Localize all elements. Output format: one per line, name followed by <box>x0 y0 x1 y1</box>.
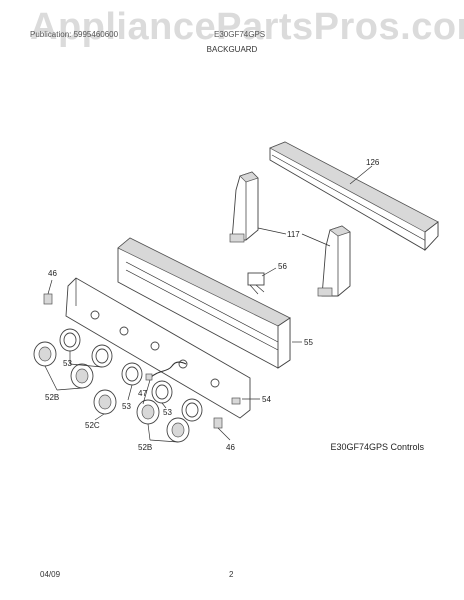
part-117-bracket-left <box>229 171 259 243</box>
callout-46-bottom: 46 <box>226 443 235 452</box>
callout-46-top: 46 <box>48 269 57 278</box>
part-46-clip-left <box>43 293 53 305</box>
watermark: AppliancePartsPros.com <box>30 6 464 48</box>
callout-47: 47 <box>138 389 147 398</box>
callout-52b-bottom: 52B <box>138 443 152 452</box>
callout-55: 55 <box>304 338 313 347</box>
part-56-switch <box>247 272 265 295</box>
model-header: E30GF74GPS <box>214 30 266 39</box>
part-55-backguard <box>117 237 291 369</box>
callout-53-right: 53 <box>163 408 172 417</box>
callout-54: 54 <box>262 395 271 404</box>
part-126-trim <box>269 141 439 252</box>
part-46-clip-right <box>213 417 223 429</box>
part-54-control-panel <box>65 277 251 419</box>
callout-117: 117 <box>287 230 300 239</box>
callout-53-middle: 53 <box>122 402 131 411</box>
model-controls-note: E30GF74GPS Controls <box>330 442 424 452</box>
callout-52b-left: 52B <box>45 393 59 402</box>
part-53-bezels <box>59 328 203 422</box>
section-title: BACKGUARD <box>206 45 258 54</box>
part-52-knobs <box>33 341 190 443</box>
footer-page-number: 2 <box>229 570 234 579</box>
part-117-bracket-right <box>317 225 351 297</box>
callout-56: 56 <box>278 262 287 271</box>
callout-52c: 52C <box>85 421 100 430</box>
callout-53-left: 53 <box>63 359 72 368</box>
part-47-wire <box>145 361 187 381</box>
leader-lines <box>44 165 373 443</box>
callout-126: 126 <box>366 158 380 167</box>
footer-date: 04/09 <box>40 570 61 579</box>
publication-label: Publication: 5995460600 <box>30 30 119 39</box>
